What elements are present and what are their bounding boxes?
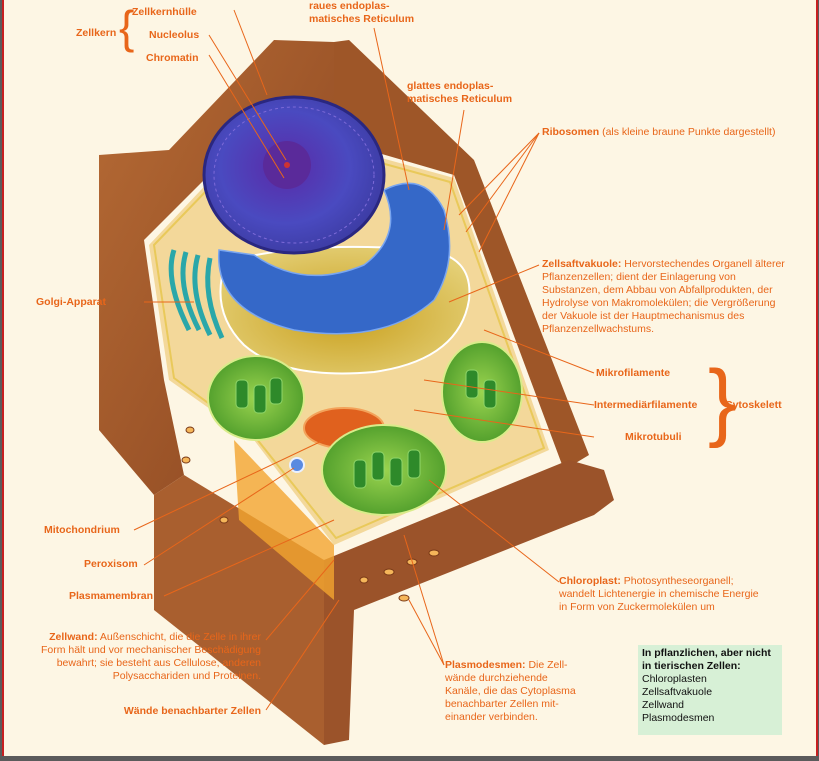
label-raues-er-line1: raues endoplas- xyxy=(309,0,390,12)
label-intermediaerfilamente: Intermediärfilamente xyxy=(594,399,698,411)
label-plasmodesmen: Plasmodesmen: Die Zell- wände durchziehe… xyxy=(445,659,576,724)
label-waende: Wände benachbarter Zellen xyxy=(123,705,261,717)
label-glattes-er: glattes endoplas- matisches Reticulum xyxy=(407,80,512,106)
label-zellwand-desc3: bewahrt; sie besteht aus Cellulose, ande… xyxy=(56,657,261,669)
label-chloroplast-desc3: in Form von Zuckermolekülen um xyxy=(559,601,715,613)
info-box-item: Zellsaftvakuole xyxy=(642,686,713,698)
info-box-item: Zellwand xyxy=(642,699,685,711)
cell-front-glow xyxy=(234,440,334,600)
golgi-shape xyxy=(168,249,225,340)
label-plasmodesmen-desc4: benachbarter Zellen mit- xyxy=(445,698,559,710)
label-vakuole-desc3: Substanzen, dem Abbau von Abfallprodukte… xyxy=(542,284,773,296)
label-zellwand-desc1: Außenschicht, die die Zelle in ihrer xyxy=(99,631,261,643)
label-chromatin: Chromatin xyxy=(146,52,199,64)
info-box-item: Chloroplasten xyxy=(642,673,707,685)
label-plasmodesmen-desc2: wände durchziehende xyxy=(445,672,548,684)
label-plasmamembran: Plasmamembran xyxy=(69,590,154,602)
label-vakuole-desc1: Hervorstechendes Organell älterer xyxy=(624,258,785,270)
label-raues-er: raues endoplas- matisches Reticulum xyxy=(309,0,414,26)
label-zellwand: Zellwand: Außenschicht, die die Zelle in… xyxy=(10,631,261,683)
label-chloroplast: Chloroplast: Photosyntheseorganell; wand… xyxy=(559,575,759,614)
label-vakuole-desc6: Pflanzenzellwachstums. xyxy=(542,323,655,335)
label-zellkern: Zellkern xyxy=(76,27,117,39)
label-mikrotubuli: Mikrotubuli xyxy=(625,431,682,443)
plant-cell-illustration xyxy=(99,9,614,745)
label-chloroplast-desc1: Photosyntheseorganell; xyxy=(623,575,734,587)
label-nucleolus: Nucleolus xyxy=(149,29,200,41)
label-raues-er-line2: matisches Reticulum xyxy=(309,13,415,25)
label-plasmodesmen-desc5: einander verbinden. xyxy=(445,711,538,723)
info-box-header-line2: in tierischen Zellen: xyxy=(642,660,741,672)
label-plasmodesmen-desc1: Die Zell- xyxy=(528,659,568,671)
label-chloroplast-title: Chloroplast: xyxy=(559,575,621,587)
peroxisom-shape xyxy=(289,457,305,473)
label-glattes-er-line2: matisches Reticulum xyxy=(407,93,513,105)
label-vakuole: Zellsaftvakuole: Hervorstechendes Organe… xyxy=(542,258,785,336)
label-chloroplast-desc2: wandelt Lichtenergie in chemische Energi… xyxy=(559,588,759,600)
label-zellwand-title: Zellwand: xyxy=(49,631,98,643)
neighbour-walls xyxy=(99,40,614,745)
label-mitochondrium: Mitochondrium xyxy=(44,524,120,536)
label-cytoskelett: Cytoskelett xyxy=(725,399,782,411)
brace-cytoskelett: } xyxy=(708,353,737,449)
label-mikrofilamente: Mikrofilamente xyxy=(596,367,671,379)
label-plasmodesmen-desc3: Kanäle, die das Cytoplasma xyxy=(445,685,576,697)
label-plasmodesmen-title: Plasmodesmen: xyxy=(445,659,526,671)
label-vakuole-title: Zellsaftvakuole: xyxy=(542,258,622,270)
label-ribosomen-title: Ribosomen xyxy=(542,126,600,138)
label-ribosomen-desc: (als kleine braune Punkte dargestellt) xyxy=(602,126,776,138)
label-peroxisom: Peroxisom xyxy=(84,558,138,570)
label-zellkernhuelle: Zellkernhülle xyxy=(132,6,197,18)
info-box-header-line1: In pflanzlichen, aber nicht xyxy=(642,647,771,659)
label-golgi: Golgi-Apparat xyxy=(36,296,106,308)
label-glattes-er-line1: glattes endoplas- xyxy=(407,80,494,92)
label-zellwand-desc4: Polysacchariden und Proteinen. xyxy=(112,670,261,682)
info-box-plant-only: In pflanzlichen, aber nicht in tierische… xyxy=(638,645,782,735)
label-zellwand-desc2: Form hält und vor mechanischer Beschädig… xyxy=(40,644,261,656)
label-vakuole-desc5: der Vakuole ist der Hauptmechanismus des xyxy=(542,310,745,322)
rough-er-shape xyxy=(218,182,451,335)
brace-zellkern: { xyxy=(119,1,135,53)
label-ribosomen: Ribosomen (als kleine braune Punkte darg… xyxy=(542,126,775,139)
label-vakuole-desc2: Pflanzenzellen; dient der Einlagerung vo… xyxy=(542,271,736,283)
chloroplast-shape-2 xyxy=(441,341,523,443)
label-vakuole-desc4: Hydrolyse von Makromolekülen; die Vergrö… xyxy=(542,297,776,309)
info-box-item: Plasmodesmen xyxy=(642,712,715,724)
